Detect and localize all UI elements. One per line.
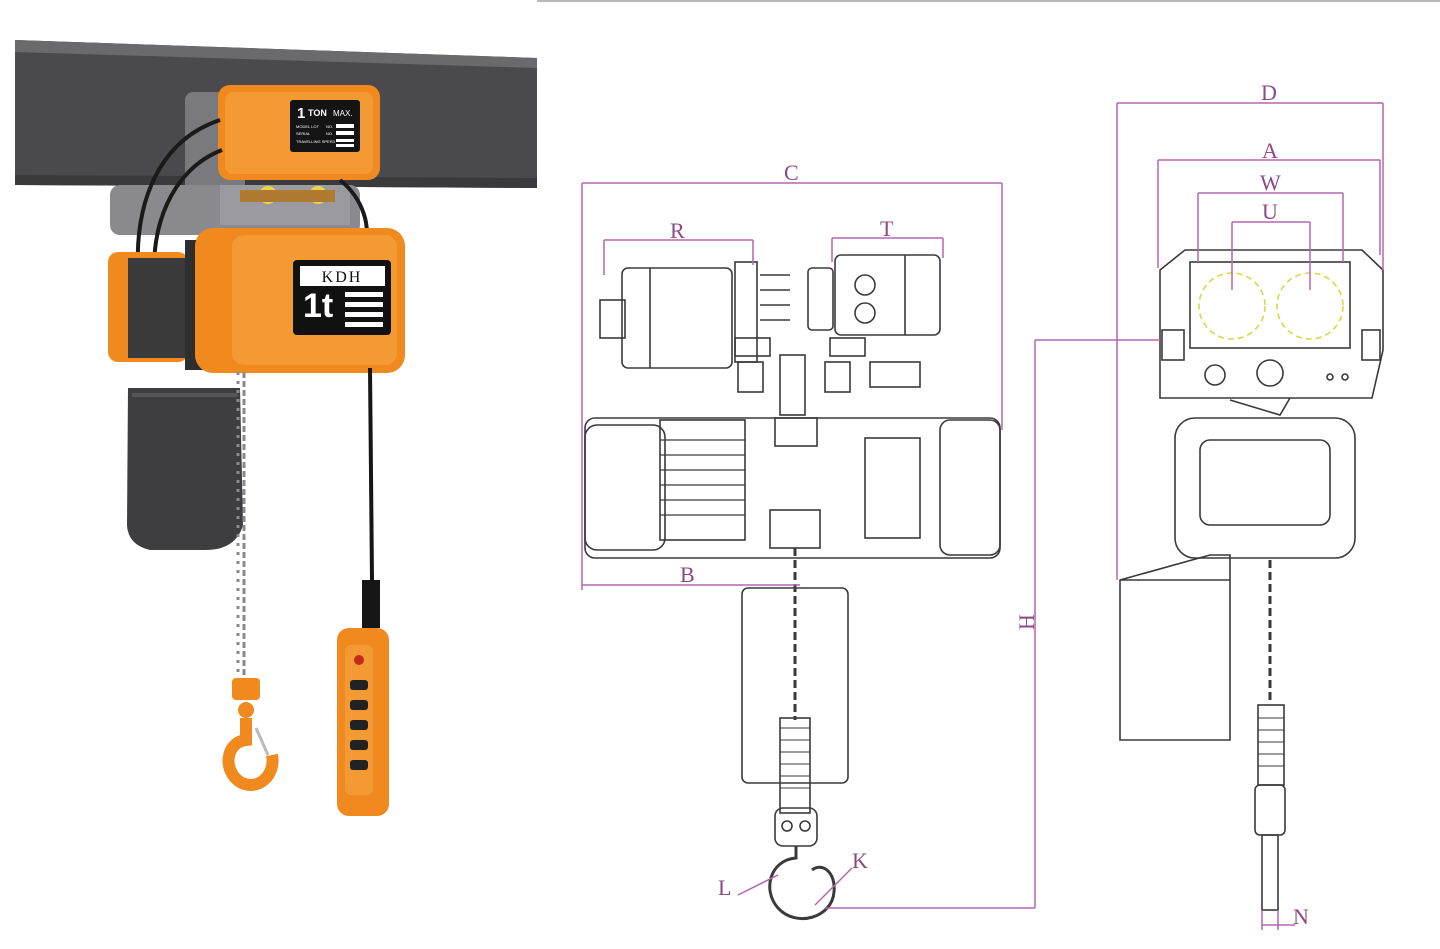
svg-text:NO.: NO. bbox=[326, 131, 333, 136]
svg-text:MAX.: MAX. bbox=[333, 109, 353, 118]
side-view bbox=[1119, 249, 1384, 911]
dim-label-l: L bbox=[718, 875, 731, 900]
dim-label-r: R bbox=[670, 218, 685, 243]
svg-text:NO.: NO. bbox=[326, 124, 333, 129]
dim-label-w: W bbox=[1260, 170, 1281, 195]
front-view bbox=[584, 254, 1001, 920]
dim-label-k: K bbox=[852, 848, 868, 873]
dimension-lines bbox=[581, 102, 1384, 930]
rating-plate-main: KDH 1t bbox=[303, 269, 383, 327]
dim-label-b: B bbox=[680, 562, 695, 587]
svg-text:KDH: KDH bbox=[322, 269, 363, 286]
hoist-body bbox=[195, 228, 405, 373]
dim-label-c: C bbox=[784, 160, 799, 185]
load-chain bbox=[236, 372, 246, 680]
top-divider bbox=[537, 0, 1440, 2]
hoist-product-photo: 1 TON MAX. MODEL LOT NO. SERIAL NO. TRAV… bbox=[15, 40, 537, 816]
svg-text:1t: 1t bbox=[303, 287, 333, 325]
svg-text:TRAVELLING SPEED: TRAVELLING SPEED bbox=[296, 139, 335, 144]
dim-label-u: U bbox=[1262, 199, 1278, 224]
dimension-labels: C R T B H L K D A W U N bbox=[670, 80, 1309, 929]
svg-text:TON: TON bbox=[308, 108, 327, 118]
rating-plate-upper: 1 TON MAX. MODEL LOT NO. SERIAL NO. TRAV… bbox=[296, 105, 354, 147]
pendant-controller bbox=[337, 367, 389, 816]
trolley-motor-box bbox=[218, 85, 380, 180]
dim-label-h: H bbox=[1014, 614, 1039, 630]
technical-drawing: C R T B H L K D A W U N bbox=[581, 80, 1384, 930]
chain-bag bbox=[127, 388, 243, 550]
dim-label-d: D bbox=[1261, 80, 1277, 105]
dim-label-a: A bbox=[1262, 138, 1278, 163]
dim-label-n: N bbox=[1293, 904, 1309, 929]
svg-text:1: 1 bbox=[297, 105, 305, 122]
svg-text:SERIAL: SERIAL bbox=[296, 131, 311, 136]
hook bbox=[222, 678, 279, 791]
dim-label-t: T bbox=[880, 216, 894, 241]
svg-text:MODEL LOT: MODEL LOT bbox=[296, 124, 320, 129]
